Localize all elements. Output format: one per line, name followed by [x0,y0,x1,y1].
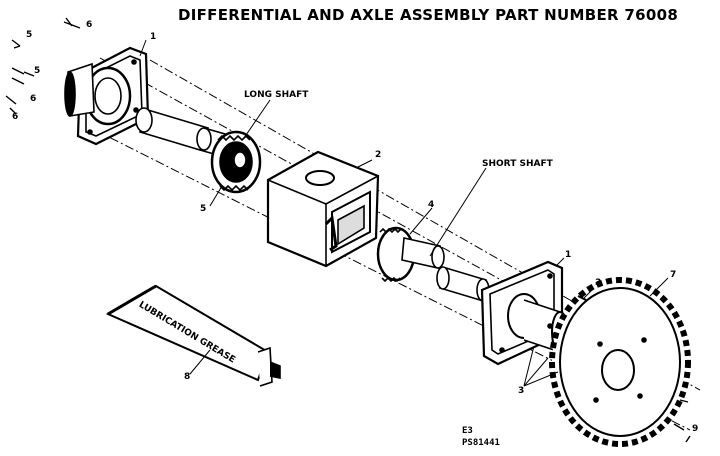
left-bearing-plate [64,46,150,146]
differential-housing [266,150,380,268]
drawing-code-line-2: PS81441 [462,438,500,448]
callout-7: 7 [670,270,677,280]
short-shaft-label: SHORT SHAFT [482,159,553,169]
callout-6-top: 6 [86,20,93,30]
callout-5-gear: 5 [200,204,207,214]
callout-8: 8 [184,372,191,382]
callout-3-bottom: 3 [518,386,525,396]
callout-6-left-b: 6 [30,94,37,104]
callout-2: 2 [375,150,382,160]
callout-1-right: 1 [565,250,572,260]
bevel-gear [210,130,262,194]
leader-lines [139,39,669,387]
pinion-gear [376,226,445,283]
callout-4: 4 [428,200,435,210]
grease-tube [105,284,281,387]
drawing-code-line-1: E3 [462,426,473,436]
spur-gear [549,277,691,447]
diagram-title: DIFFERENTIAL AND AXLE ASSEMBLY PART NUMB… [178,6,679,24]
long-shaft-label: LONG SHAFT [244,90,309,100]
callout-5-left-a: 5 [26,30,33,40]
callout-5-left-b: 5 [34,66,41,76]
callout-6-left-a: 6 [12,112,19,122]
assembly-axis-lines [94,57,701,431]
callout-9: 9 [692,424,699,434]
small-hardware [5,17,691,443]
callout-3-small: 3 [595,278,602,288]
callout-1-left: 1 [150,32,157,42]
